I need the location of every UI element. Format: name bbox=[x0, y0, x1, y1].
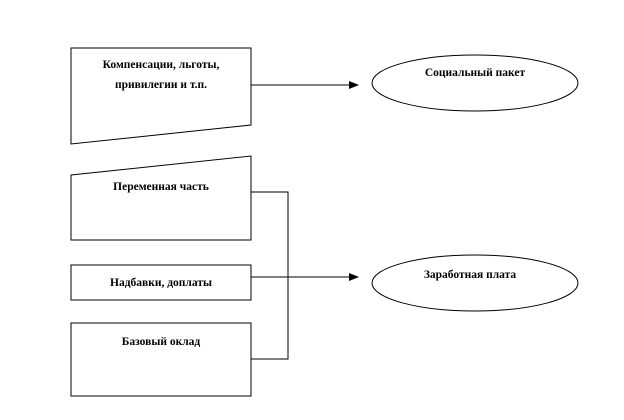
node-compensation: Компенсации, льготы, привилегии и т.п. bbox=[70, 47, 252, 145]
node-salary-label: Заработная плата bbox=[424, 269, 517, 281]
node-allowances-shape bbox=[70, 264, 252, 301]
node-compensation-label-line1: Компенсации, льготы, bbox=[103, 59, 220, 71]
node-social-package: Социальный пакет bbox=[371, 54, 579, 112]
node-compensation-label-line2: привилегии и т.п. bbox=[115, 79, 207, 91]
node-variable-part: Переменная часть bbox=[70, 155, 252, 241]
node-base-salary-shape bbox=[70, 322, 252, 397]
node-variable-part-shape bbox=[70, 155, 252, 241]
node-social-package-label: Социальный пакет bbox=[425, 67, 526, 79]
node-salary-shape bbox=[371, 254, 579, 312]
node-compensation-shape bbox=[70, 47, 252, 145]
edge-bracket-to-salary bbox=[251, 191, 289, 360]
node-base-salary: Базовый оклад bbox=[70, 322, 252, 397]
node-social-package-shape bbox=[371, 54, 579, 112]
node-base-salary-label: Базовый оклад bbox=[122, 336, 201, 348]
node-salary: Заработная плата bbox=[371, 254, 579, 312]
node-variable-part-label: Переменная часть bbox=[113, 181, 209, 193]
node-allowances: Надбавки, доплаты bbox=[70, 264, 252, 301]
node-allowances-label: Надбавки, доплаты bbox=[110, 277, 212, 289]
